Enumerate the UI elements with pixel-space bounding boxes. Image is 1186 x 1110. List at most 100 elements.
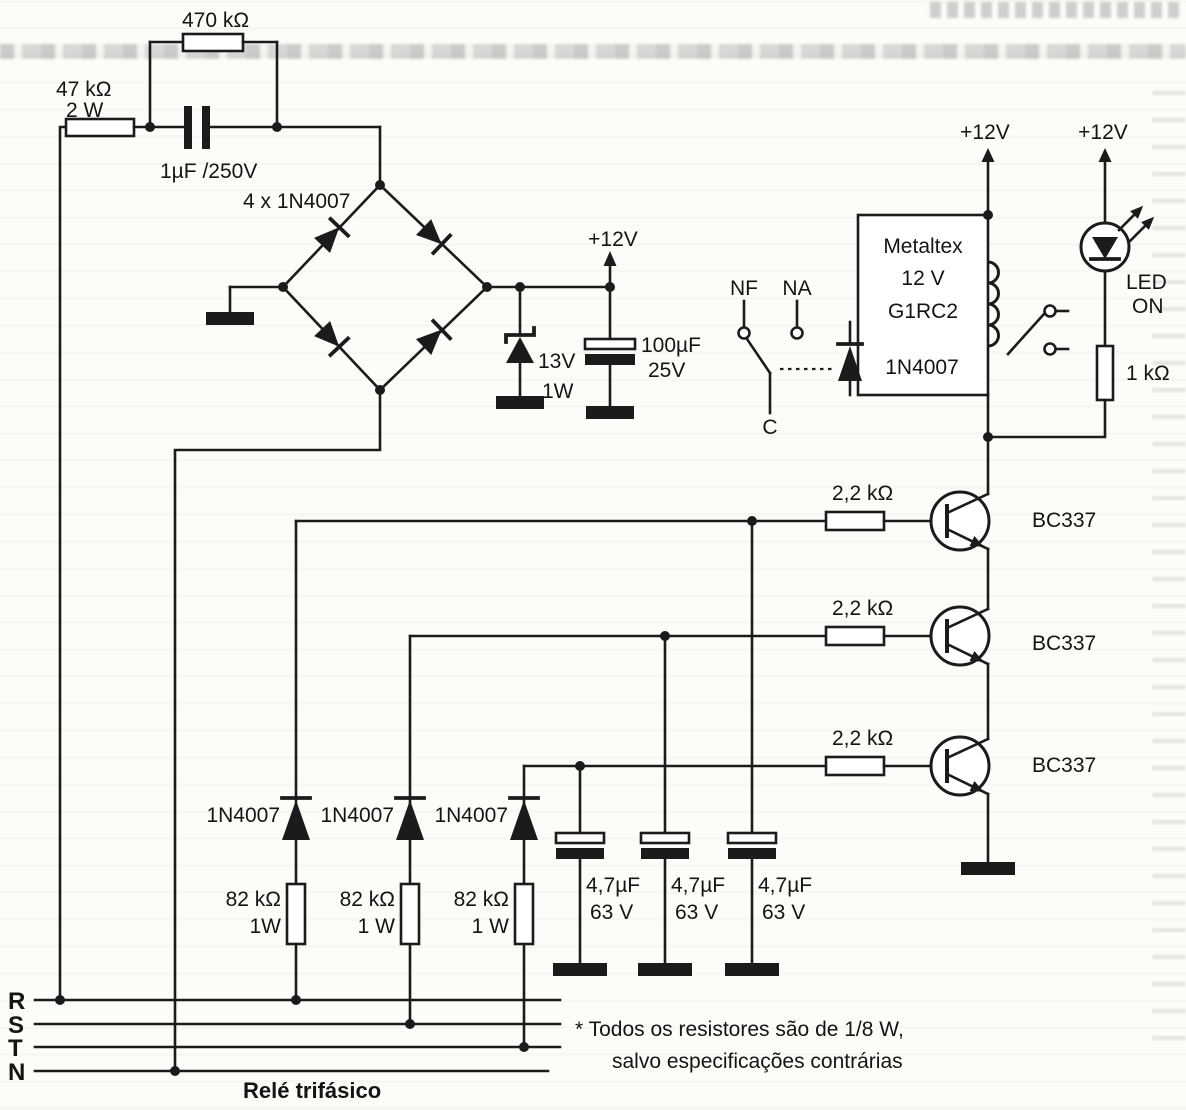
- label-resistor-1k: 1 kΩ: [1126, 362, 1170, 385]
- label-diode-1: 1N4007: [206, 804, 280, 827]
- bridge-diode-icon: [416, 318, 453, 355]
- led-ray-arrow-icon: [1141, 216, 1155, 230]
- capacitor-plate: [554, 831, 606, 845]
- regulator-node: +12V 13V 1W 100µF 25V: [485, 228, 701, 419]
- label-resistor-82k-1: 82 kΩ: [226, 888, 281, 911]
- driver-q1: 2,2 kΩ BC337: [294, 482, 1096, 611]
- bridge-diode-icon: [314, 216, 351, 254]
- relay-armature: [1006, 312, 1046, 356]
- phase-sense-1: 1N4007 82 kΩ 1W: [206, 519, 312, 1002]
- label-neutral-n: N: [8, 1059, 25, 1086]
- label-cap-3-voltage: 63 V: [762, 901, 805, 924]
- capacitor-plate: [639, 831, 691, 845]
- phase-sense-2: 1N4007 82 kΩ 1 W: [320, 634, 426, 1026]
- label-capacitor-100uf-voltage: 25V: [648, 359, 685, 382]
- emitter-arrow-icon: [969, 536, 984, 547]
- resistor-2k2-body: [824, 625, 886, 647]
- led-ray-arrow-icon: [1130, 205, 1144, 219]
- diode-icon: [838, 346, 862, 381]
- label-resistor-82k-3-power: 1 W: [472, 915, 510, 938]
- label-resistor-2k2: 2,2 kΩ: [832, 727, 893, 750]
- wire-neutral-return: [173, 388, 382, 1073]
- bridge-diode-icon: [415, 219, 453, 256]
- label-phase-s: S: [8, 1012, 24, 1039]
- junction-dots: [55, 122, 993, 1076]
- transistor-body: [929, 735, 991, 797]
- label-cap-1-voltage: 63 V: [590, 901, 633, 924]
- contact-icon-na: [790, 326, 804, 340]
- led-diode-icon: [1092, 237, 1118, 259]
- resistor-2k2-body: [824, 510, 886, 532]
- scan-artifact-top-band: [0, 44, 1186, 59]
- label-diode-2: 1N4007: [320, 804, 394, 827]
- capacitor-1uf-plate: [202, 106, 210, 149]
- label-contact-na: NA: [782, 277, 811, 300]
- label-diode-3: 1N4007: [434, 804, 508, 827]
- ground-icon: [961, 862, 1015, 875]
- ground-icon: [586, 406, 634, 419]
- bridge-diode-icon: [314, 320, 351, 358]
- contact-icon-nf: [737, 326, 751, 340]
- capacitor-100uf-plate: [583, 337, 637, 351]
- label-relay-model: G1RC2: [888, 300, 958, 323]
- label-q2: BC337: [1032, 632, 1096, 655]
- label-resistor-2k2: 2,2 kΩ: [832, 597, 893, 620]
- label-zener-voltage: 13V: [538, 350, 575, 373]
- resistor-82k-body: [399, 882, 421, 946]
- bridge-rectifier: 4 x 1N4007: [173, 183, 489, 1073]
- label-led-state: ON: [1132, 295, 1164, 318]
- capacitor-plate: [641, 848, 689, 859]
- led-ray: [1117, 213, 1136, 232]
- driver-q3: 2,2 kΩ BC337: [522, 727, 1096, 875]
- filter-cap-2: 4,7µF 63 V: [638, 634, 725, 976]
- transistor-body: [929, 605, 991, 667]
- label-cap-2: 4,7µF: [671, 874, 725, 897]
- label-contact-nf: NF: [730, 277, 758, 300]
- ground-icon: [553, 963, 607, 976]
- rail-arrow-icon: [603, 251, 617, 266]
- resistor-2k2-body: [824, 755, 886, 777]
- input-rc-network: 470 kΩ 47 kΩ 2 W 1µF /250V: [56, 9, 382, 1002]
- label-led-rail-12v: +12V: [1078, 121, 1128, 144]
- transistor-body: [929, 490, 991, 552]
- relay-body: [856, 213, 990, 397]
- relay-contacts-nf-na: NF NA C: [730, 277, 835, 439]
- mains-lines: R S T N: [8, 988, 562, 1086]
- resistor-470k-body: [181, 32, 245, 53]
- label-capacitor-100uf: 100µF: [641, 334, 701, 357]
- label-cap-3: 4,7µF: [758, 874, 812, 897]
- label-contact-common: C: [762, 416, 777, 439]
- filter-cap-3: 4,7µF 63 V: [725, 519, 812, 976]
- ground-icon: [496, 396, 544, 409]
- label-resistor-82k-3: 82 kΩ: [454, 888, 509, 911]
- led-indicator: +12V LED ON 1 kΩ: [986, 121, 1170, 439]
- label-resistor-82k-2-power: 1 W: [358, 915, 396, 938]
- filter-cap-1: 4,7µF 63 V: [553, 764, 640, 976]
- phase-sense-3: 1N4007 82 kΩ 1 W: [434, 764, 540, 1049]
- driver-q2: 2,2 kΩ BC337: [408, 597, 1096, 741]
- emitter-arrow-icon: [969, 651, 984, 662]
- label-resistor-2k2: 2,2 kΩ: [832, 482, 893, 505]
- notes: * Todos os resistores são de 1/8 W, salv…: [243, 1018, 904, 1103]
- relay-coil-icon: [987, 260, 1000, 348]
- zener-diode-icon: [506, 337, 534, 363]
- label-phase-r: R: [8, 988, 25, 1015]
- label-q3: BC337: [1032, 754, 1096, 777]
- label-bridge-diodes: 4 x 1N4007: [243, 190, 350, 213]
- ground-icon: [638, 963, 692, 976]
- ground-icon: [206, 312, 254, 325]
- label-relay-rail-12v: +12V: [960, 121, 1010, 144]
- capacitor-plate: [726, 831, 778, 845]
- label-resistor-47k: 47 kΩ: [56, 78, 111, 101]
- transistor-collector: [945, 737, 990, 760]
- label-resistor-47k-power: 2 W: [66, 99, 104, 122]
- label-rail-12v: +12V: [588, 228, 638, 251]
- label-relay-flyback-diode: 1N4007: [885, 356, 959, 379]
- diode-icon: [510, 800, 538, 840]
- figure-caption: Relé trifásico: [243, 1078, 381, 1103]
- note-line-2: salvo especificações contrárias: [612, 1050, 903, 1073]
- label-q1: BC337: [1032, 509, 1096, 532]
- label-cap-2-voltage: 63 V: [675, 901, 718, 924]
- transistor-collector: [945, 607, 990, 630]
